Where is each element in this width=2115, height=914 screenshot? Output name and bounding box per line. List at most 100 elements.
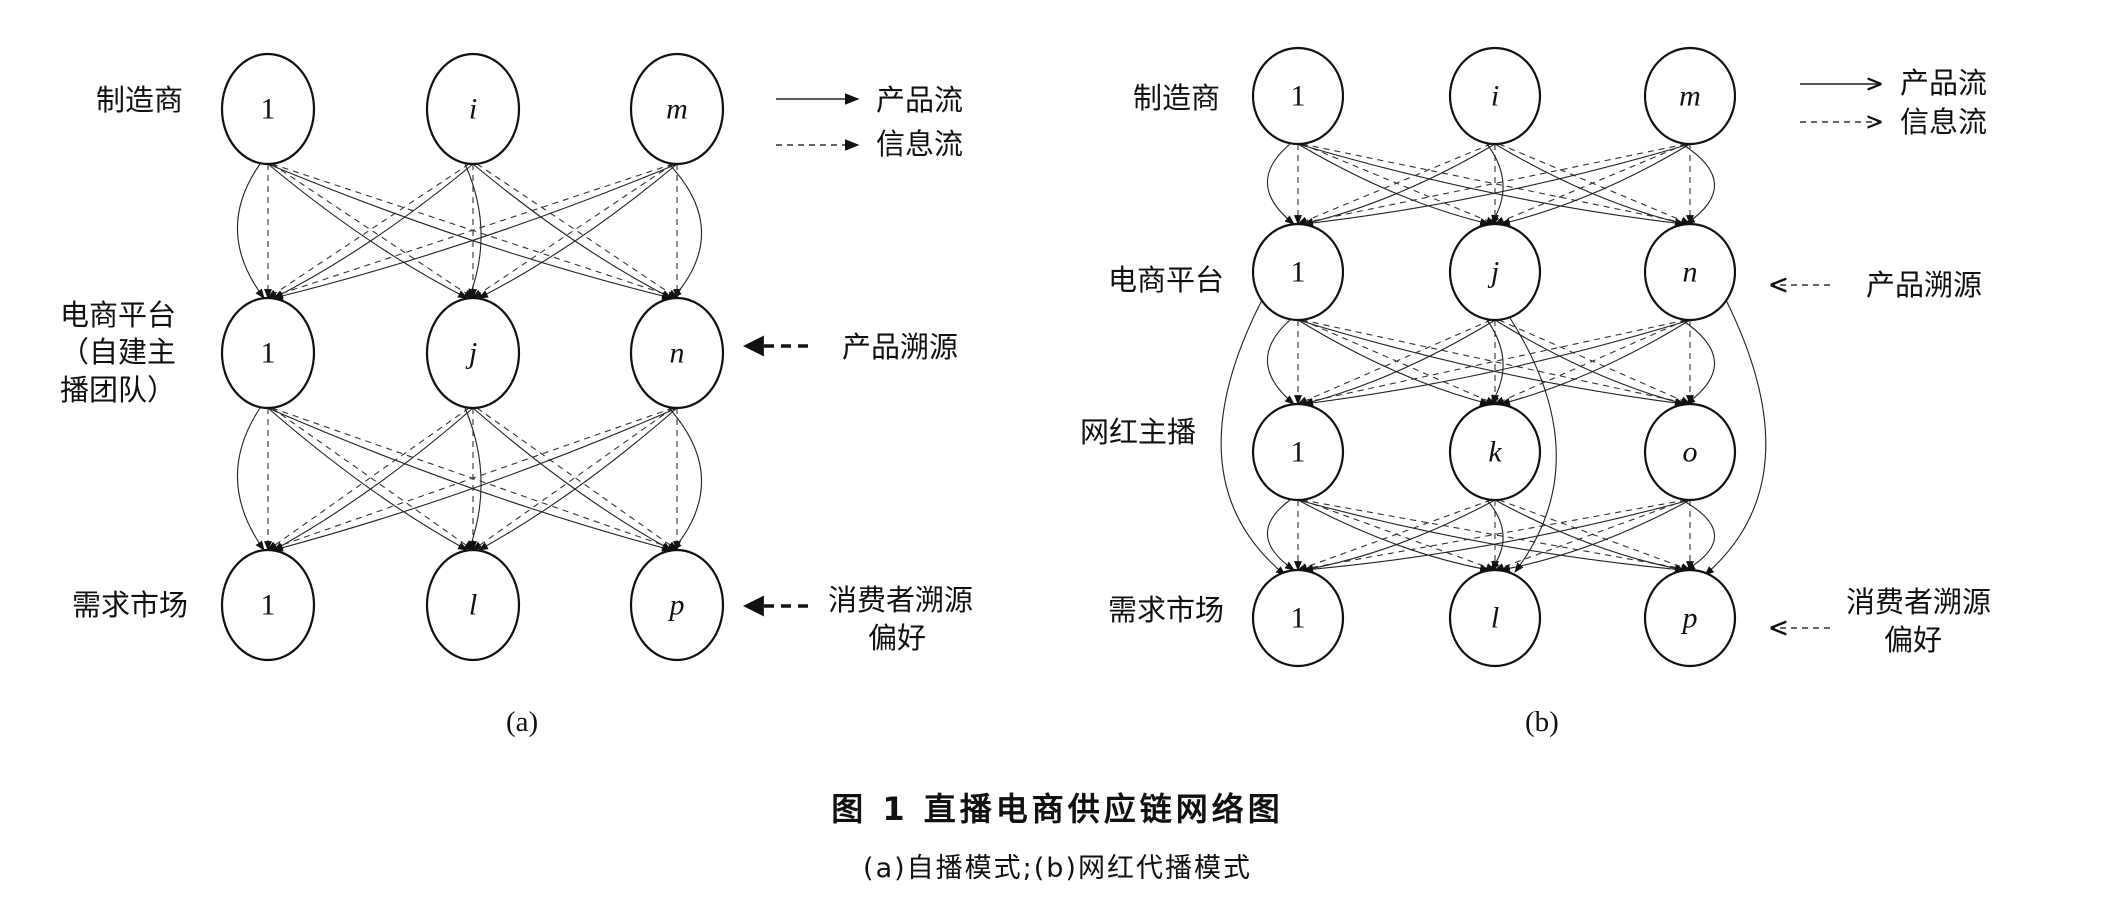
panel-b-node-platform-3: n	[1643, 222, 1737, 322]
panel-b-product-trace-label: 产品溯源	[1866, 268, 1982, 302]
panel-a-node-platform-2-ellipse	[425, 296, 521, 410]
panel-b-node-platform-3-label: n	[1683, 256, 1698, 289]
panel-b-edge-platform-2-to-market-2-bypass	[1509, 317, 1557, 573]
panel-b-edge-streamer-2-to-market-2-product	[1486, 499, 1504, 571]
panel-b-edge-platform-3-to-market-3-bypass	[1704, 299, 1767, 576]
panel-b-legend: 产品流 信息流	[1800, 66, 1987, 139]
panel-a-node-manufacturer-1-label: 1	[261, 93, 276, 126]
panel-b-edge-platform-2-to-streamer-1-info	[1297, 319, 1492, 405]
panel-a-legend: 产品流 信息流	[776, 83, 963, 161]
panel-b-edge-platform-1-to-streamer-2-info	[1301, 319, 1496, 405]
panel-b-node-market-1: 1	[1251, 568, 1345, 668]
panel-b-edge-manufacturer-1-to-platform-2-product	[1297, 143, 1490, 226]
panel-b-node-market-2-label: l	[1491, 602, 1499, 635]
panel-a-edge-manufacturer-2-to-platform-3-info	[476, 163, 678, 299]
panel-a-edge-manufacturer-2-to-platform-1-info	[267, 163, 470, 299]
panel-a-node-platform-3-label: n	[670, 337, 685, 370]
panel-b-edge-platform-3-to-streamer-2-product	[1500, 319, 1691, 406]
panel-b-node-market-3-ellipse	[1643, 568, 1737, 668]
panel-a-row-label-market: 需求市场	[72, 588, 188, 622]
panel-a-node-market-3: p	[629, 548, 725, 662]
panel-a-node-platform-1-ellipse	[220, 296, 316, 410]
panel-b-edge-manufacturer-2-to-platform-3-product	[1494, 143, 1685, 226]
panel-b-node-streamer-1-ellipse	[1251, 402, 1345, 502]
panel-a-row-label-manufacturer: 制造商	[96, 83, 183, 117]
panel-a-node-market-2-label: l	[469, 589, 477, 622]
panel-a-legend-product-flow: 产品流	[876, 83, 963, 117]
panel-b-node-market-1-label: 1	[1291, 602, 1306, 635]
panel-a-edge-manufacturer-1-to-platform-2-product	[267, 163, 468, 299]
panel-a-edge-manufacturer-2-to-platform-2-product	[464, 163, 482, 299]
panel-b-edge-streamer-2-to-market-3-product	[1494, 499, 1685, 573]
panel-b-node-manufacturer-3-ellipse	[1643, 46, 1737, 146]
panel-b-edge-manufacturer-3-to-platform-2-product	[1500, 143, 1691, 226]
panel-b-edge-platform-1-to-market-1-bypass	[1220, 299, 1286, 576]
panel-b-node-platform-1: 1	[1251, 222, 1345, 322]
panel-a-edge-platform-3-to-market-1-info	[267, 407, 674, 551]
panel-a-edge-manufacturer-3-to-platform-3-product	[668, 163, 703, 299]
panel-b-consumer-trace-label-line2: 偏好	[1884, 623, 1942, 657]
panel-a-edge-manufacturer-2-to-platform-1-product	[273, 163, 474, 299]
panel-a-node-market-1: 1	[220, 548, 316, 662]
panel-a-consumer-trace-label-line2: 偏好	[868, 621, 926, 655]
panel-a-node-manufacturer-2-label: i	[469, 93, 477, 126]
panel-b-edge-streamer-3-to-market-3-product	[1681, 499, 1715, 571]
panel-b-node-market-1-ellipse	[1251, 568, 1345, 668]
panel-a-edge-platform-2-to-market-1-product	[273, 407, 474, 551]
panel-a-node-platform-2: j	[425, 296, 521, 410]
panel-a-caption: (a)	[506, 706, 539, 738]
panel-b-node-streamer-1: 1	[1251, 402, 1345, 502]
panel-b-node-manufacturer-2: i	[1448, 46, 1542, 146]
panel-a-edge-platform-1-to-market-1-product	[236, 407, 265, 551]
panel-b-node-market-3-label: p	[1681, 602, 1698, 635]
panel-b-edge-manufacturer-2-to-platform-2-product	[1486, 143, 1504, 225]
panel-a-node-platform-3-ellipse	[629, 296, 725, 410]
panel-a-node-market-2-ellipse	[425, 548, 521, 662]
panel-a-edge-platform-2-to-market-3-product	[472, 407, 672, 551]
panel-b-node-manufacturer-1-label: 1	[1291, 80, 1306, 113]
panel-b-edge-streamer-3-to-market-1-product	[1303, 499, 1691, 574]
panel-b-node-market-2-ellipse	[1448, 568, 1542, 668]
panel-b-node-manufacturer-1-ellipse	[1251, 46, 1345, 146]
panel-a-edge-platform-1-to-market-3-info	[271, 407, 678, 551]
panel-b-node-platform-2: j	[1448, 222, 1542, 322]
panel-b-edge-manufacturer-3-to-platform-1-info	[1297, 143, 1687, 227]
panel-a-node-manufacturer-3: m	[629, 52, 725, 166]
panel-a-consumer-trace-label-line1: 消费者溯源	[828, 583, 973, 617]
panel-a-edges	[236, 163, 703, 552]
panel-b-nodes: 1 i m 1 j n 1 k o 1 l p	[1251, 46, 1737, 668]
panel-b-node-manufacturer-3-label: m	[1679, 80, 1701, 113]
panel-a-edge-manufacturer-1-to-platform-1-product	[236, 163, 265, 299]
panel-a-edge-platform-1-to-market-3-product	[267, 407, 672, 552]
panel-b-node-streamer-1-label: 1	[1291, 436, 1306, 469]
panel-b-row-label-streamer: 网红主播	[1080, 415, 1196, 449]
panel-a-product-trace-label: 产品溯源	[842, 330, 958, 364]
panel-a-edge-platform-1-to-market-2-product	[267, 407, 468, 551]
panel-b-node-streamer-2-label: k	[1488, 436, 1502, 469]
panel-a-node-manufacturer-2-ellipse	[425, 52, 521, 166]
panel-a-node-manufacturer-2: i	[425, 52, 521, 166]
panel-b-node-manufacturer-3: m	[1643, 46, 1737, 146]
panel-a-node-platform-3: n	[629, 296, 725, 410]
panel-a-node-market-1-ellipse	[220, 548, 316, 662]
panel-b-node-market-3: p	[1643, 568, 1737, 668]
panel-b-edge-streamer-2-to-market-1-info	[1297, 499, 1492, 571]
figure-title: 图 1 直播电商供应链网络图	[831, 790, 1284, 828]
panel-a-edge-manufacturer-3-to-platform-1-product	[273, 163, 678, 300]
panel-b-edge-platform-3-to-streamer-1-product	[1303, 319, 1691, 407]
panel-b-edge-manufacturer-1-to-platform-3-product	[1297, 143, 1685, 227]
panel-b-node-market-2: l	[1448, 568, 1542, 668]
panel-b-edge-platform-1-to-streamer-3-info	[1301, 319, 1691, 406]
panel-b-node-streamer-2-ellipse	[1448, 402, 1542, 502]
panel-b-edge-streamer-2-to-market-3-info	[1498, 499, 1691, 571]
panel-b-caption: (b)	[1525, 706, 1559, 738]
panel-b-node-streamer-3: o	[1643, 402, 1737, 502]
panel-a-edge-manufacturer-3-to-platform-1-info	[267, 163, 674, 299]
panel-a-edge-manufacturer-1-to-platform-3-product	[267, 163, 672, 300]
panel-b-edge-platform-1-to-streamer-3-product	[1297, 319, 1685, 407]
panel-b-edges	[1220, 143, 1767, 576]
